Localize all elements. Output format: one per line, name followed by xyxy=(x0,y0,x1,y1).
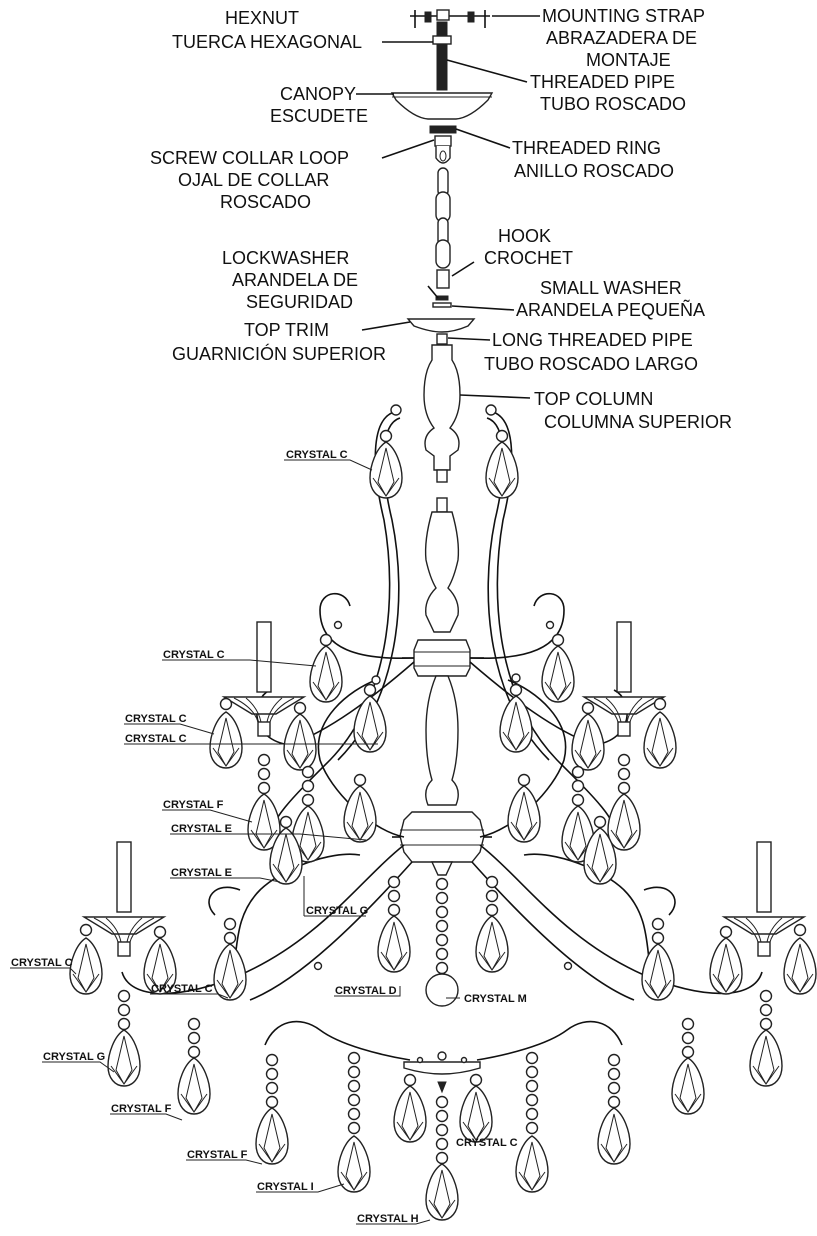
top-trim xyxy=(406,318,476,333)
label-crystal-c-5: CRYSTAL C xyxy=(11,957,73,969)
crystal-labels: CRYSTAL C CRYSTAL C CRYSTAL C CRYSTAL C … xyxy=(11,449,527,1225)
label-screw-collar-loop: SCREW COLLAR LOOP xyxy=(150,148,349,168)
middle-column xyxy=(424,511,460,633)
hook xyxy=(436,269,450,289)
label-top-trim-es: GUARNICIÓN SUPERIOR xyxy=(172,343,386,364)
label-crystal-c-3: CRYSTAL C xyxy=(125,713,187,725)
label-lockwasher-es: ARANDELA DE xyxy=(232,270,358,290)
label-screw-collar-loop-es2: ROSCADO xyxy=(220,192,311,212)
label-crystal-c-1: CRYSTAL C xyxy=(286,449,348,461)
label-long-threaded-pipe: LONG THREADED PIPE xyxy=(492,330,693,350)
crystal-m-ball xyxy=(425,973,459,1007)
label-crystal-g-2: CRYSTAL G xyxy=(43,1051,105,1063)
leader-lines xyxy=(10,15,540,1225)
label-lockwasher: LOCKWASHER xyxy=(222,248,349,268)
label-top-column-es: COLUMNA SUPERIOR xyxy=(544,412,732,432)
part-labels: HEXNUT TUERCA HEXAGONAL MOUNTING STRAP A… xyxy=(150,6,732,432)
hexnut xyxy=(432,35,452,45)
label-crystal-d-1: CRYSTAL D xyxy=(335,985,397,997)
threaded-pipe xyxy=(436,21,448,91)
chain xyxy=(435,167,451,269)
lockwasher xyxy=(435,295,449,301)
label-canopy-es: ESCUDETE xyxy=(270,106,368,126)
canopy xyxy=(390,92,494,120)
top-column xyxy=(423,344,461,471)
label-crystal-f-1: CRYSTAL F xyxy=(163,799,224,811)
label-crystal-h-1: CRYSTAL H xyxy=(357,1213,419,1225)
arm-mid-right xyxy=(469,592,565,660)
label-crystal-f-2: CRYSTAL F xyxy=(111,1103,172,1115)
lower-column xyxy=(425,675,459,806)
threaded-ring xyxy=(429,125,457,134)
label-crystal-c-4: CRYSTAL C xyxy=(125,733,187,745)
label-crystal-e-2: CRYSTAL E xyxy=(171,867,232,879)
upper-hub xyxy=(413,639,471,677)
label-canopy: CANOPY xyxy=(280,84,356,104)
small-washer xyxy=(432,302,452,308)
label-screw-collar-loop-es: OJAL DE COLLAR xyxy=(178,170,329,190)
label-crystal-f-3: CRYSTAL F xyxy=(187,1149,248,1161)
mounting-hardware xyxy=(390,9,494,483)
arm-bottom-left xyxy=(264,1020,411,1061)
label-crystal-c-6: CRYSTAL C xyxy=(151,983,213,995)
label-threaded-ring: THREADED RING xyxy=(512,138,661,158)
lower-hub xyxy=(399,811,485,863)
label-small-washer-es: ARANDELA PEQUEÑA xyxy=(516,299,705,320)
label-crystal-m-1: CRYSTAL M xyxy=(464,993,527,1005)
label-crystal-i-1: CRYSTAL I xyxy=(257,1181,314,1193)
label-crystal-e-1: CRYSTAL E xyxy=(171,823,232,835)
label-lockwasher-es2: SEGURIDAD xyxy=(246,292,353,312)
label-crystal-c-2: CRYSTAL C xyxy=(163,649,225,661)
label-hook-es: CROCHET xyxy=(484,248,573,268)
label-top-trim: TOP TRIM xyxy=(244,320,329,340)
long-threaded-pipe xyxy=(436,333,448,345)
label-small-washer: SMALL WASHER xyxy=(540,278,682,298)
label-top-column: TOP COLUMN xyxy=(534,389,653,409)
arm-bottom-right xyxy=(476,1020,623,1061)
label-crystal-g-1: CRYSTAL G xyxy=(306,905,368,917)
label-hexnut: HEXNUT xyxy=(225,8,299,28)
label-mounting-strap: MOUNTING STRAP xyxy=(542,6,705,26)
screw-collar-loop xyxy=(434,135,452,147)
label-crystal-c-7: CRYSTAL C xyxy=(456,1137,518,1149)
label-long-threaded-pipe-es: TUBO ROSCADO LARGO xyxy=(484,354,698,374)
label-mounting-strap-es2: MONTAJE xyxy=(586,50,671,70)
bottom-hub xyxy=(403,1061,481,1075)
arm-mid-left xyxy=(319,592,415,660)
label-threaded-ring-es: ANILLO ROSCADO xyxy=(514,161,674,181)
label-mounting-strap-es: ABRAZADERA DE xyxy=(546,28,697,48)
label-hexnut-es: TUERCA HEXAGONAL xyxy=(172,32,362,52)
label-hook: HOOK xyxy=(498,226,551,246)
label-threaded-pipe: THREADED PIPE xyxy=(530,72,675,92)
label-threaded-pipe-es: TUBO ROSCADO xyxy=(540,94,686,114)
